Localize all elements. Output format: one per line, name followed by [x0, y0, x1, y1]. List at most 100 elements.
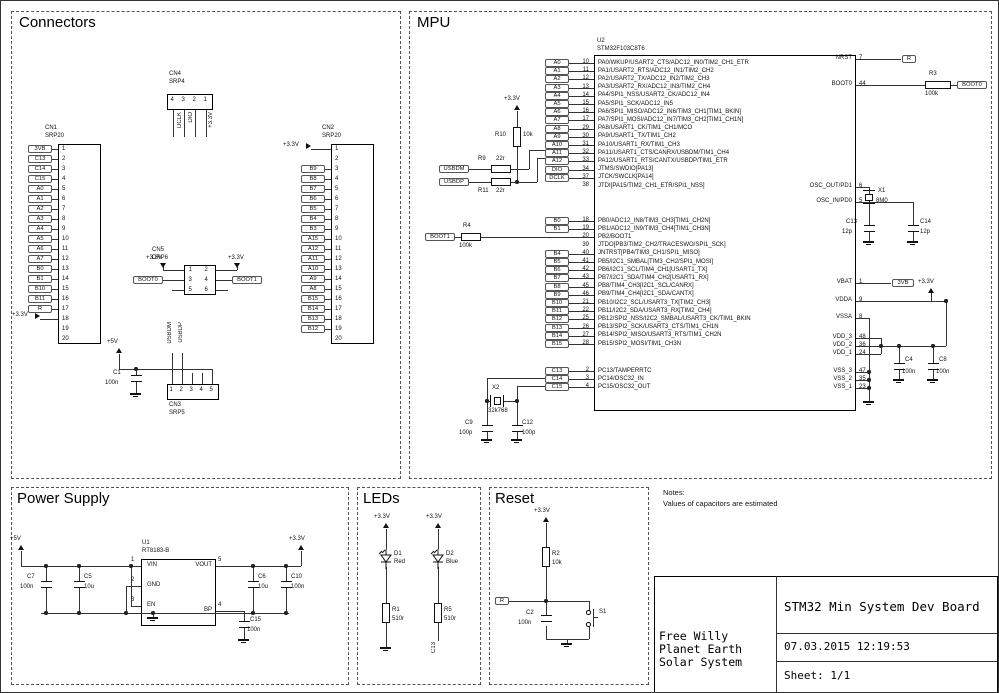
junction-dot [284, 564, 288, 568]
net-label: A11 [545, 149, 569, 158]
component-ref: C14 [920, 219, 932, 225]
power-net-label: +3.3V [374, 514, 390, 520]
net-label: B1 [28, 275, 52, 283]
wire [286, 566, 287, 581]
component-value: 100n [902, 369, 916, 375]
wire [325, 179, 331, 180]
pin-function: PA0/WKUP/USART2_CTS/ADC12_IN0/TIM2_CH1_E… [598, 59, 749, 66]
capacitor-glyph [893, 363, 905, 370]
wire [52, 299, 58, 300]
wire [569, 169, 594, 171]
connector-body [167, 94, 213, 110]
cn1-type: SRP20 [45, 133, 65, 139]
pin-function: VDD_1 [832, 350, 852, 356]
wire [569, 286, 594, 288]
component-ref: R11 [478, 188, 489, 194]
pin-function: PB8/TIM4_CH3[I2C1_SCL/CANRX] [598, 283, 694, 290]
ground-icon [907, 241, 918, 245]
wire [569, 79, 594, 81]
pin-number: 1 [188, 267, 192, 273]
wire [126, 586, 127, 613]
ground-icon [863, 401, 874, 405]
pin-function: PB11/I2C2_SDA/USART3_RX[TIM2_CH4] [598, 307, 712, 314]
pin-number: 1 [62, 145, 66, 152]
wire [517, 111, 518, 127]
pin-number: 17 [582, 116, 589, 123]
pin-function: PA10/USART1_RX/TIM1_CH3 [598, 141, 680, 148]
wire [569, 303, 594, 304]
pin-number: 29 [582, 124, 589, 131]
wire [325, 289, 331, 290]
net-label: A6 [28, 245, 52, 253]
net-label: 3VB [892, 279, 914, 287]
section-title-reset: Reset [495, 490, 535, 507]
wire [569, 344, 594, 345]
notes-heading: Notes: [663, 488, 685, 497]
cn3-ref: CN3 [169, 402, 182, 408]
pin-function: JTMS/SWDIO[PA13] [598, 166, 654, 173]
pin-number: 1 [859, 279, 863, 285]
net-label: R [902, 55, 916, 63]
power-net-label: +3.3V [289, 536, 305, 542]
power-arrow-icon [928, 288, 934, 293]
power-net-label: +3.3V [534, 508, 550, 514]
regulator-ref: U1 [142, 540, 150, 546]
wire [438, 529, 439, 549]
net-label: B3 [301, 225, 325, 233]
wire [325, 199, 331, 200]
net-label: B4 [301, 215, 325, 223]
pin-function: PA8/USART1_CK/TIM1_CH1/MCO [598, 125, 693, 132]
pin-number: 27 [582, 331, 589, 338]
wire [52, 309, 58, 310]
wire [438, 623, 439, 641]
component-ref: C10 [291, 574, 303, 580]
pin-number: 1 [203, 96, 207, 103]
power-arrow-icon [383, 523, 389, 528]
net-label: B7 [301, 185, 325, 193]
component-value: 22r [496, 188, 505, 194]
wire [569, 136, 594, 138]
wire [869, 187, 870, 225]
net-label: A2 [28, 205, 52, 213]
wire [163, 270, 184, 271]
component-value: Red [394, 559, 406, 565]
component-value: 10u [84, 584, 95, 590]
regulator-pin-name: GND [147, 582, 161, 588]
junction-dot [284, 611, 288, 615]
pin-number: 10 [582, 59, 589, 65]
title-block-date: 07.03.2015 12:19:53 [784, 640, 910, 653]
wire [126, 586, 141, 587]
component-ref: C5 [84, 574, 92, 580]
wire [52, 189, 58, 190]
pin-number: 1 [169, 387, 173, 393]
pin-number: 3 [181, 96, 185, 103]
wire [325, 299, 331, 300]
wire [325, 319, 331, 320]
pin-number: 4 [170, 96, 174, 103]
net-label: A15 [301, 235, 325, 243]
wire [517, 386, 518, 425]
capacitor-glyph [73, 581, 85, 588]
wire [325, 219, 331, 220]
power-arrow-icon [543, 517, 549, 522]
component-ref: D1 [394, 551, 402, 557]
power-net-label: +3.3V [283, 142, 299, 148]
junction-dot [129, 564, 133, 568]
title-block-title: STM32 Min System Dev Board [784, 599, 980, 614]
net-label: BOOT1 [425, 233, 455, 241]
net-label: USBDM [439, 165, 469, 173]
pin-number: 10 [335, 235, 342, 242]
pin-number: 3 [131, 597, 135, 603]
pin-number: 37 [582, 173, 589, 180]
wire [913, 202, 914, 225]
pin-function: JTDI[PA15/TIM2_CH1_ETR/SPI1_NSS] [598, 182, 705, 189]
component-ref: R3 [929, 71, 937, 77]
pin-number: 43 [582, 274, 589, 281]
net-label: B8 [301, 175, 325, 183]
net-label: R [495, 597, 509, 605]
pin-function: PB15/SPI2_MOSI/TIM1_CH3N [598, 340, 682, 347]
ground-icon [147, 617, 158, 621]
cn3-type: SRP5 [169, 410, 185, 416]
capacitor-glyph [540, 615, 552, 622]
pin-number: 3 [62, 165, 66, 172]
